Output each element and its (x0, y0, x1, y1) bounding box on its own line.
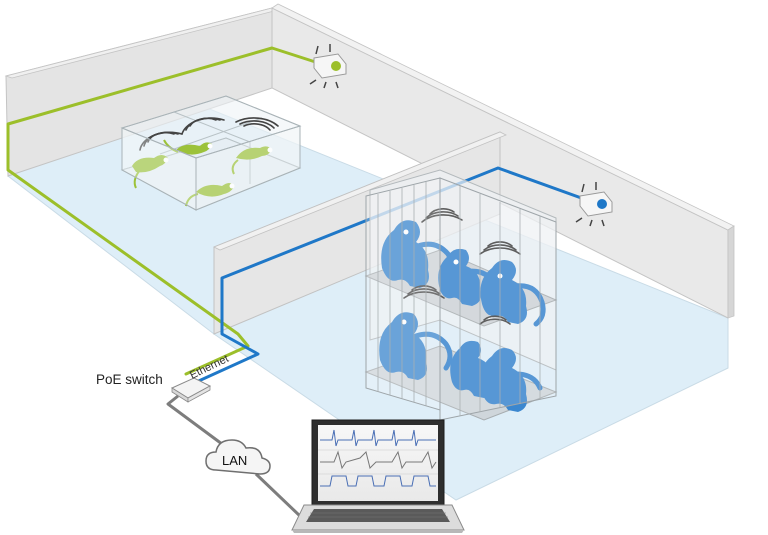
rodent-enclosure (120, 95, 302, 211)
wireless-signal-icon (479, 315, 511, 325)
wireless-signal-icon (181, 117, 225, 135)
monkey-animal-icon (480, 260, 546, 327)
switch-to-lan-cable (166, 394, 223, 446)
green-network-line (6, 46, 336, 376)
wireless-signal-icon (235, 117, 279, 131)
lan-label: LAN (222, 453, 248, 468)
poe-switch (170, 377, 212, 403)
access-point-blue (575, 182, 613, 227)
mouse-animal-icon (231, 146, 272, 175)
lan-to-laptop-cable (254, 472, 302, 518)
wireless-signal-icon (421, 208, 463, 223)
wireless-signal-icon (139, 131, 183, 151)
laptop-screen-graph (320, 429, 437, 487)
wifi-access-point-icon (579, 191, 613, 217)
mouse-animal-icon (132, 155, 168, 189)
partition-wall-top (213, 131, 507, 251)
wifi-access-point-icon (313, 53, 347, 79)
primate-cage-rack (364, 169, 558, 421)
poe-switch-label: PoE switch (96, 372, 163, 387)
monkey-animal-icon (480, 348, 543, 412)
right-wall-end (727, 225, 735, 319)
cloud-icon (205, 439, 271, 475)
access-point-green (309, 44, 347, 89)
laptop-icon (291, 419, 465, 533)
blue-network-line (190, 166, 600, 386)
